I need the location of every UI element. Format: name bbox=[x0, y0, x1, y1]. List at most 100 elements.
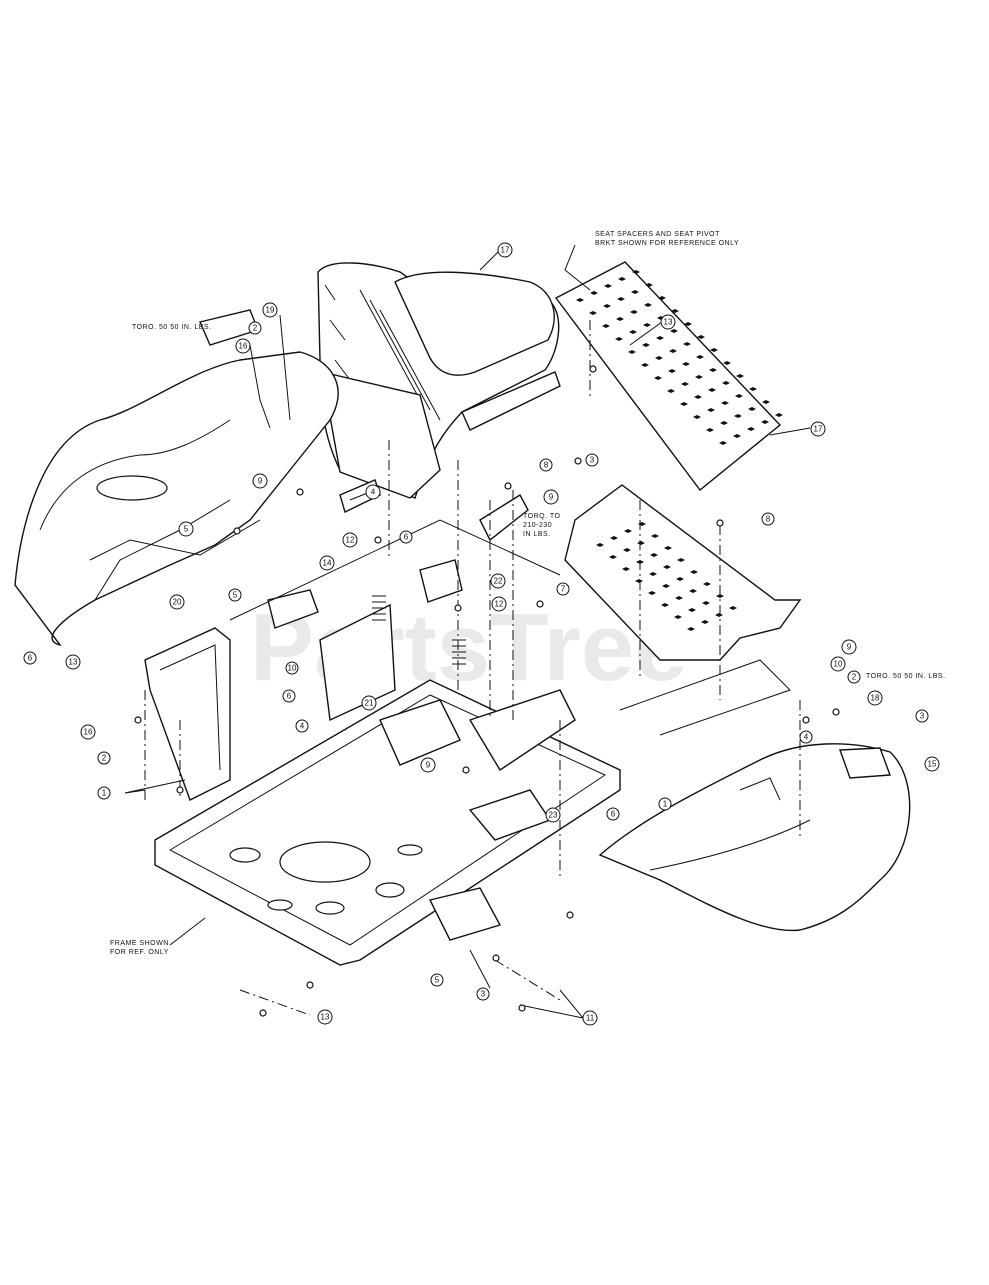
svg-text:9: 9 bbox=[549, 493, 554, 502]
note-frame-2: FOR REF. ONLY bbox=[110, 949, 169, 956]
callout-c6d: 6 bbox=[606, 807, 620, 821]
callout-c20a: 20 bbox=[169, 594, 185, 610]
callout-c22a: 22 bbox=[490, 573, 506, 589]
grate-diamond bbox=[631, 290, 639, 294]
svg-text:5: 5 bbox=[435, 976, 440, 985]
callout-c4a: 4 bbox=[365, 484, 381, 500]
svg-text:1: 1 bbox=[663, 800, 668, 809]
grate-diamond bbox=[683, 342, 691, 346]
svg-text:5: 5 bbox=[184, 525, 189, 534]
svg-text:9: 9 bbox=[847, 643, 852, 652]
svg-text:11: 11 bbox=[586, 1014, 595, 1023]
grate-diamond bbox=[609, 555, 617, 559]
callout-c6c: 6 bbox=[282, 689, 296, 703]
grate-diamond bbox=[697, 335, 705, 339]
callout-c8b: 8 bbox=[761, 512, 775, 526]
svg-text:16: 16 bbox=[84, 728, 93, 737]
grate-diamond bbox=[596, 543, 604, 547]
grate-diamond bbox=[675, 596, 683, 600]
grate-diamond bbox=[617, 297, 625, 301]
grate-diamond bbox=[736, 374, 744, 378]
grate-diamond bbox=[729, 606, 737, 610]
callout-c5b: 5 bbox=[228, 588, 242, 602]
callout-c1a: 1 bbox=[97, 786, 111, 800]
callout-c11a: 11 bbox=[582, 1010, 598, 1026]
svg-text:20: 20 bbox=[173, 598, 182, 607]
callout-c16b: 16 bbox=[80, 724, 96, 740]
grate-diamond bbox=[618, 277, 626, 281]
svg-text:13: 13 bbox=[664, 318, 673, 327]
grate-diamond bbox=[637, 541, 645, 545]
callout-c8a: 8 bbox=[539, 458, 553, 472]
svg-text:18: 18 bbox=[871, 694, 880, 703]
svg-text:9: 9 bbox=[258, 477, 263, 486]
callout-c4c: 4 bbox=[799, 730, 813, 744]
callout-c21a: 21 bbox=[361, 695, 377, 711]
grate-diamond bbox=[654, 376, 662, 380]
callout-c9b: 9 bbox=[543, 489, 559, 505]
grate-diamond bbox=[722, 381, 730, 385]
grate-diamond bbox=[735, 394, 743, 398]
seat bbox=[317, 262, 561, 499]
grate-diamond bbox=[676, 577, 684, 581]
grate-diamond bbox=[576, 298, 584, 302]
svg-text:8: 8 bbox=[544, 461, 549, 470]
grate-diamond bbox=[648, 591, 656, 595]
grate-diamond bbox=[664, 546, 672, 550]
callout-c1b: 1 bbox=[658, 797, 672, 811]
grate-diamond bbox=[642, 343, 650, 347]
grate-diamond bbox=[749, 387, 757, 391]
callout-c9c: 9 bbox=[841, 639, 857, 655]
svg-text:2: 2 bbox=[102, 754, 107, 763]
notes: SEAT SPACERS AND SEAT PIVOT BRKT SHOWN F… bbox=[110, 231, 945, 956]
grate-diamond bbox=[762, 400, 770, 404]
svg-text:3: 3 bbox=[920, 712, 925, 721]
grate-diamond bbox=[690, 570, 698, 574]
grate-diamond bbox=[628, 350, 636, 354]
callout-c13a: 13 bbox=[660, 314, 676, 330]
callout-c18a: 18 bbox=[867, 690, 883, 706]
grate-diamond bbox=[677, 558, 685, 562]
grate-diamond bbox=[775, 413, 783, 417]
leader-lines bbox=[124, 244, 811, 1019]
callout-c17: 17 bbox=[497, 242, 513, 258]
svg-text:15: 15 bbox=[928, 760, 937, 769]
note-torque-mid-1: TORQ. TO bbox=[523, 513, 561, 520]
grate-diamond bbox=[610, 536, 618, 540]
callout-c15a: 15 bbox=[924, 756, 940, 772]
grate-pattern bbox=[576, 270, 783, 445]
callout-c6a: 6 bbox=[399, 530, 413, 544]
left-fender bbox=[14, 309, 339, 647]
grate-diamond bbox=[702, 601, 710, 605]
grate-diamond bbox=[649, 572, 657, 576]
grate-diamond bbox=[681, 382, 689, 386]
grate-diamond bbox=[715, 613, 723, 617]
callout-c13c: 13 bbox=[317, 1009, 333, 1025]
grate-diamond bbox=[622, 567, 630, 571]
grate-diamond bbox=[641, 363, 649, 367]
grate-diamond bbox=[674, 615, 682, 619]
grate-diamond bbox=[668, 369, 676, 373]
grate-diamond bbox=[701, 620, 709, 624]
svg-text:3: 3 bbox=[590, 456, 595, 465]
callout-c7a: 7 bbox=[556, 582, 570, 596]
grate-diamond bbox=[616, 317, 624, 321]
svg-text:9: 9 bbox=[426, 761, 431, 770]
svg-text:4: 4 bbox=[804, 733, 809, 742]
grate-diamond bbox=[603, 304, 611, 308]
note-torque-mid-3: IN LBS. bbox=[523, 531, 551, 538]
svg-text:7: 7 bbox=[561, 585, 566, 594]
grate-diamond bbox=[630, 310, 638, 314]
svg-text:19: 19 bbox=[266, 306, 275, 315]
svg-text:10: 10 bbox=[834, 660, 843, 669]
grate-diamond bbox=[748, 407, 756, 411]
grate-diamond bbox=[680, 402, 688, 406]
svg-text:2: 2 bbox=[253, 324, 258, 333]
grate-diamond bbox=[643, 323, 651, 327]
grate-diamond bbox=[615, 337, 623, 341]
svg-text:6: 6 bbox=[287, 692, 292, 701]
grate-diamond bbox=[644, 303, 652, 307]
grate-diamond bbox=[694, 395, 702, 399]
grate-diamond bbox=[629, 330, 637, 334]
